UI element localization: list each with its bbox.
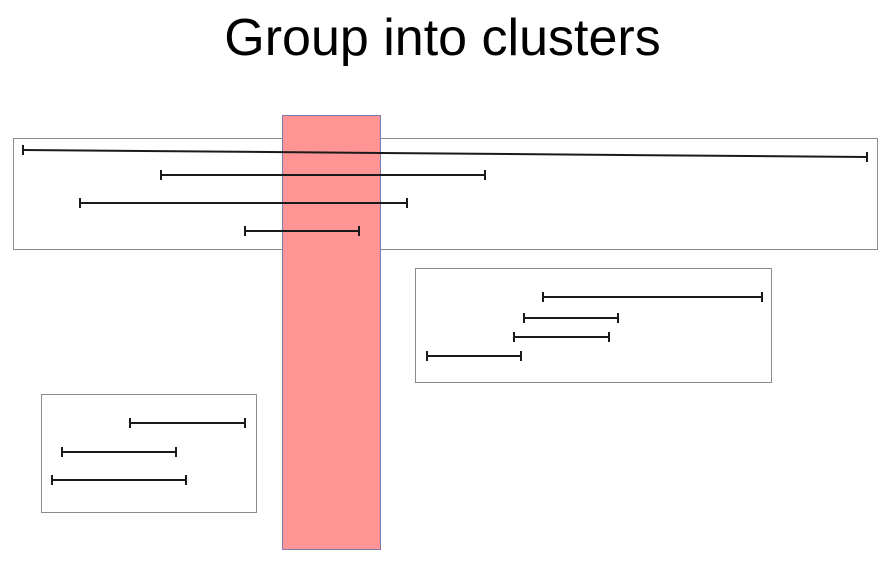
interval-m4	[426, 351, 522, 361]
interval-t2	[160, 170, 486, 180]
interval-b1	[129, 418, 246, 428]
interval-t4	[244, 226, 360, 236]
interval-t1	[22, 145, 868, 162]
sweep-line-band	[282, 115, 381, 550]
page-title: Group into clusters	[224, 9, 661, 67]
cluster-box-bottom	[41, 394, 257, 513]
interval-m3	[513, 332, 610, 342]
cluster-box-middle	[415, 268, 772, 383]
interval-m2	[523, 313, 619, 323]
cluster-box-top	[13, 138, 878, 250]
interval-b2	[61, 447, 177, 457]
interval-span	[22, 149, 868, 158]
interval-m1	[542, 292, 763, 302]
interval-b3	[51, 475, 187, 485]
interval-t3	[79, 198, 408, 208]
